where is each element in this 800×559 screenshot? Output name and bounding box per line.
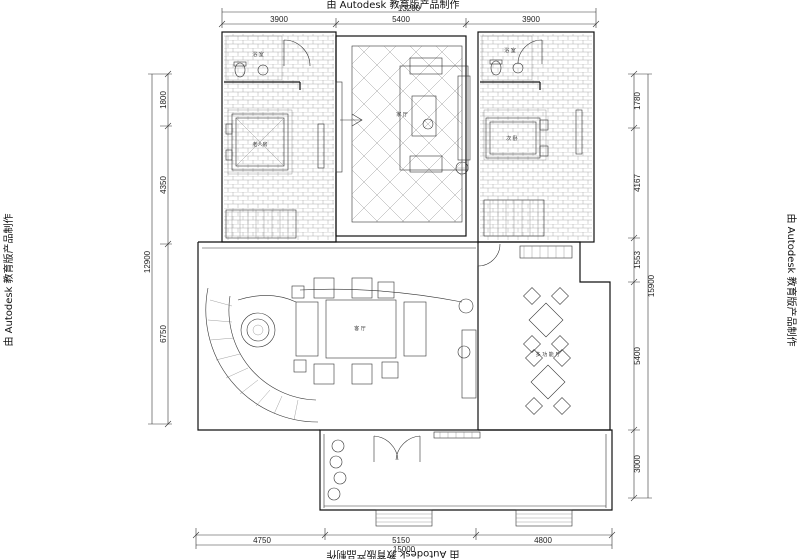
dim-right-1: 1780	[633, 92, 642, 110]
dim-top-total: 13200	[398, 4, 421, 13]
watermark-right: 由 Autodesk 教育版产品制作	[785, 213, 798, 346]
dim-left-3: 6750	[159, 325, 168, 343]
dim-bottom-3: 4800	[534, 536, 552, 545]
dim-bottom-2: 5150	[392, 536, 410, 545]
dimension-top: 13200 3900 5400 3900	[218, 4, 600, 28]
center-wing: 家 厅	[335, 35, 471, 237]
dim-left-1: 1800	[159, 91, 168, 109]
dim-top-3: 3900	[522, 15, 540, 24]
dim-right-5: 3000	[633, 455, 642, 473]
label-living-room: 客 厅	[354, 325, 366, 332]
living-area: 客 厅	[197, 241, 501, 431]
watermark-bottom: 由 Autodesk 教育版产品制作	[326, 548, 459, 559]
dim-bottom-total: 15000	[393, 545, 416, 554]
dimension-left: 1800 4350 6750 12900	[143, 70, 172, 428]
watermark-top: 由 Autodesk 教育版产品制作	[326, 0, 459, 11]
dim-top-2: 5400	[392, 15, 410, 24]
dim-right-3: 1553	[633, 251, 642, 269]
dim-right-total: 15900	[647, 274, 656, 297]
dim-bottom-1: 4750	[253, 536, 271, 545]
dim-left-total: 12900	[143, 250, 152, 273]
dining-area: 多 功 能 厅	[478, 241, 611, 431]
dim-right-2: 4167	[633, 174, 642, 192]
left-wing: 浴 室 老人房	[221, 31, 337, 243]
watermark-left: 由 Autodesk 教育版产品制作	[2, 213, 15, 346]
dimension-right: 1780 4167 1553 5400 3000 15900	[628, 70, 656, 502]
dim-right-4: 5400	[633, 347, 642, 365]
dimension-bottom: 4750 5150 4800 15000	[192, 528, 616, 554]
label-bathroom-left: 浴 室	[252, 51, 264, 58]
label-family-hall: 家 厅	[396, 111, 408, 118]
right-wing: 浴 室 次 卧	[477, 31, 595, 243]
label-dining-room: 多 功 能 厅	[536, 351, 561, 358]
terrace	[319, 429, 613, 527]
label-bathroom-right: 浴 室	[504, 47, 516, 54]
dim-left-2: 4350	[159, 176, 168, 194]
dim-top-1: 3900	[270, 15, 288, 24]
label-bedroom-left: 老人房	[252, 141, 267, 148]
label-bedroom-right: 次 卧	[506, 135, 518, 142]
